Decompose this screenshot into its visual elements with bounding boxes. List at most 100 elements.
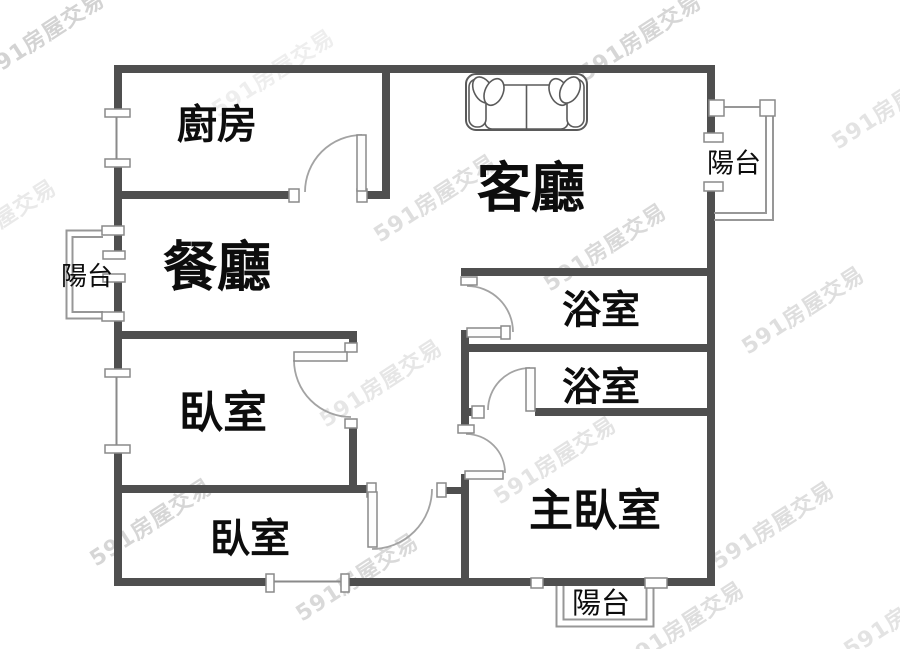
watermark-text: 591房屋交易 <box>0 0 109 85</box>
wall-segment <box>114 282 122 370</box>
label-kitchen: 廚房 <box>177 102 257 148</box>
wall-segment <box>461 344 715 352</box>
watermark-text: 591房屋交易 <box>291 528 423 627</box>
label-bathroom-2: 浴室 <box>562 366 640 411</box>
wall-segment <box>382 65 390 199</box>
door-jamb <box>457 424 475 434</box>
door-bedroom1 <box>293 342 358 429</box>
wall-segment <box>443 487 463 494</box>
door-jamb <box>344 342 358 353</box>
door-swing-arc <box>304 134 363 193</box>
door-bathroom1 <box>460 276 514 340</box>
opening-cap <box>703 181 724 192</box>
door-swing-arc <box>293 359 352 418</box>
watermark-text: 591房屋交易 <box>617 576 749 649</box>
door-leaf <box>367 491 378 548</box>
door-jamb <box>436 482 447 498</box>
door-bathroom2 <box>471 367 536 419</box>
railing-cap <box>759 99 776 117</box>
label-dining-room: 餐廳 <box>163 236 271 299</box>
balcony-railing <box>714 112 774 221</box>
windows <box>104 108 350 593</box>
balcony-left <box>65 225 126 322</box>
wall-segment <box>114 452 122 586</box>
door-swing-arc <box>371 488 433 550</box>
opening-cap <box>703 132 724 143</box>
watermark-text: 591房屋交易 <box>827 56 900 155</box>
door-swing-arc <box>487 367 531 411</box>
wall-segment <box>707 190 715 586</box>
wall-segment <box>114 166 122 252</box>
room-labels: 廚房 客廳 餐廳 浴室 浴室 臥室 臥室 主臥室 陽台 陽台 陽台 <box>61 102 761 620</box>
label-balcony-bottom: 陽台 <box>572 586 630 620</box>
railing-cap <box>101 311 125 322</box>
door-leaf <box>356 134 367 192</box>
wall-segment <box>366 191 390 199</box>
wall-segment <box>461 474 469 586</box>
door-leaf <box>293 351 348 362</box>
balcony-railing <box>555 586 655 628</box>
window-cap <box>104 158 131 168</box>
wall-segment <box>114 65 715 73</box>
door-swing-arc <box>465 433 506 474</box>
door-jamb <box>344 418 358 429</box>
door-master-bedroom <box>457 424 506 480</box>
sofa-pillow <box>483 77 505 107</box>
wall-segment <box>114 331 355 339</box>
label-living-room: 客廳 <box>477 157 585 220</box>
balcony-railing <box>65 229 103 320</box>
label-bedroom-1: 臥室 <box>179 388 267 439</box>
wall-segment <box>461 330 469 426</box>
label-master-bedroom: 主臥室 <box>529 486 661 537</box>
railing-cap <box>101 225 125 236</box>
window-cap <box>340 573 350 593</box>
door-jamb <box>460 276 478 286</box>
wall-segment <box>114 65 122 113</box>
opening-cap <box>102 250 126 260</box>
window-bedroom1-left <box>104 368 131 454</box>
railing-cap <box>708 99 725 117</box>
wall-segment <box>114 191 290 199</box>
window-cap <box>104 444 131 454</box>
wall-segment <box>114 485 368 493</box>
railing-cap <box>530 577 544 589</box>
watermark-text: 591房屋交易 <box>315 334 447 433</box>
opening-cap <box>102 273 126 283</box>
watermark-text: 591房屋交易 <box>574 0 706 87</box>
door-jamb <box>288 188 300 203</box>
sofa <box>465 73 588 131</box>
balcony-railing <box>71 236 103 313</box>
sofa-pillow <box>558 76 582 104</box>
window-cap <box>104 108 131 118</box>
balcony-railing <box>562 586 648 621</box>
label-balcony-right: 陽台 <box>707 149 761 180</box>
watermark-text: 591房屋交易 <box>0 174 61 273</box>
watermark-text: 591房屋交易 <box>737 261 869 360</box>
wall-segment <box>461 268 715 276</box>
balcony-bottom <box>530 577 668 628</box>
door-leaf <box>525 367 536 412</box>
door-leaf <box>464 470 504 480</box>
door-kitchen <box>288 134 368 203</box>
window-kitchen-left <box>104 108 131 168</box>
wall-segment <box>114 578 267 586</box>
window-cap <box>265 573 275 593</box>
window-cap <box>104 368 131 378</box>
door-bedroom2 <box>366 482 447 550</box>
railing-cap <box>644 577 668 589</box>
watermark-text: 591房屋交易 <box>707 476 839 575</box>
wall-segment <box>349 331 357 349</box>
label-balcony-left: 陽台 <box>61 262 113 292</box>
balcony-right <box>703 99 776 221</box>
label-bathroom-1: 浴室 <box>562 289 640 334</box>
wall-segment <box>349 427 357 489</box>
balcony-railing <box>714 116 767 214</box>
door-swing-arc <box>466 285 514 333</box>
window-bedroom2-bottom <box>265 573 350 593</box>
wall-segment <box>535 408 715 416</box>
door-jamb <box>471 405 485 419</box>
watermark-text: 591房屋交易 <box>839 564 900 649</box>
